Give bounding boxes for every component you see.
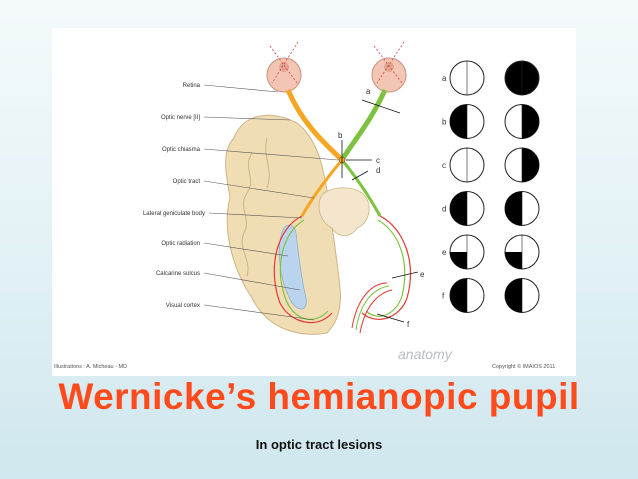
credit-right: Copyright © IMAIOS 2011: [492, 364, 556, 370]
label-retina: Retina: [183, 83, 201, 89]
visual-field-chart: a b c d e f: [442, 60, 540, 313]
lesion-letter-d: d: [376, 166, 380, 175]
right-eye-field-f: [504, 278, 540, 313]
lesion-letter-b: b: [338, 131, 343, 140]
midbrain: [318, 187, 370, 236]
left-eye: [266, 57, 302, 93]
lesion-letter-e: e: [420, 270, 425, 279]
anatomy-figure: Retina Optic nerve [II] Optic chiasma Op…: [52, 28, 576, 376]
field-row-letter: e: [442, 248, 447, 257]
page-title: Wernicke’s hemianopic pupil: [58, 376, 580, 417]
page-subtitle: In optic tract lesions: [255, 437, 383, 452]
brain-section: [225, 114, 341, 335]
brain-gyri: [241, 137, 270, 277]
field-row-letter: c: [442, 161, 446, 170]
label-calcarine-sulcus: Calcarine sulcus: [156, 271, 200, 277]
field-row-letter: b: [442, 118, 447, 127]
right-eye-field-a: [504, 60, 540, 96]
left-optic-nerve: [285, 89, 344, 162]
left-eye-field-a: [449, 60, 485, 96]
lesion-letter-f: f: [407, 320, 410, 329]
label-lateral-geniculate-body: Lateral geniculate body: [143, 211, 205, 217]
right-eye: [371, 57, 407, 93]
label-optic-radiation: Optic radiation: [161, 241, 200, 247]
credit-left: Illustrations : A. Micheau - MD: [54, 364, 128, 370]
right-optic-nerve: [339, 88, 388, 162]
left-eye-field-f: [449, 278, 485, 313]
right-eye-field-c: [504, 147, 540, 183]
left-eye-field-b: [449, 104, 485, 139]
field-row-letter: d: [442, 205, 446, 214]
right-eye-field-e: [504, 234, 540, 270]
left-eye-field-e: [449, 234, 485, 270]
label-optic-chiasma: Optic chiasma: [162, 147, 201, 153]
label-visual-cortex: Visual cortex: [166, 303, 200, 309]
brand-watermark: anatomy: [398, 346, 452, 362]
visual-pathway-diagram: Retina Optic nerve [II] Optic chiasma Op…: [143, 41, 540, 335]
lesion-letter-c: c: [376, 156, 380, 165]
field-row-letter: a: [442, 74, 447, 83]
label-optic-tract: Optic tract: [173, 179, 201, 185]
field-row-letter: f: [442, 292, 445, 301]
right-eye-field-d: [504, 191, 540, 226]
left-eye-field-c: [449, 147, 485, 183]
label-optic-nerve: Optic nerve [II]: [161, 115, 200, 121]
right-eye-field-b: [504, 104, 540, 139]
lesion-letter-a: a: [366, 87, 371, 96]
left-eye-field-d: [449, 191, 485, 226]
